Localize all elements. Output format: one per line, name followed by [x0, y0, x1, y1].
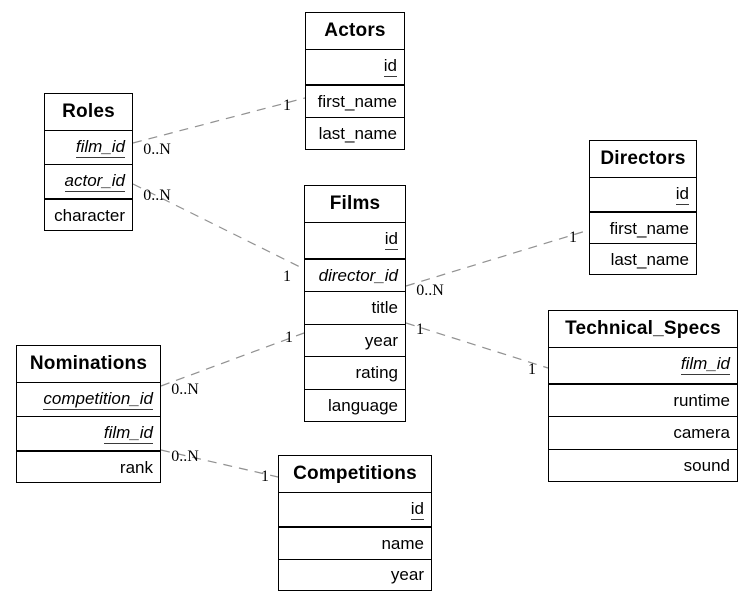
cardinality-label: 1 — [283, 268, 291, 285]
field-films-director-id: director_id — [305, 257, 405, 292]
field-films-id: id — [305, 222, 405, 258]
line-roles-actors — [132, 97, 306, 144]
field-competitions-year: year — [279, 558, 431, 590]
field-roles-actor-id: actor_id — [45, 164, 132, 198]
field-actors-id: id — [306, 49, 404, 84]
cardinality-label: 0..N — [143, 141, 171, 158]
cardinality-label: 1 — [528, 361, 536, 378]
field-roles-character: character — [45, 198, 132, 230]
cardinality-label: 1 — [261, 468, 269, 485]
field-films-title: title — [305, 291, 405, 324]
field-technical-specs-film-id: film_id — [549, 347, 737, 383]
entity-table-competitions[interactable]: Competitions id name year — [278, 455, 432, 591]
field-nominations-competition-id: competition_id — [17, 382, 160, 416]
line-nominations-films — [160, 332, 305, 387]
field-technical-specs-sound: sound — [549, 448, 737, 482]
entity-table-roles[interactable]: Roles film_id actor_id character — [44, 93, 133, 231]
table-header-technical-specs: Technical_Specs — [565, 318, 721, 339]
entity-table-actors[interactable]: Actors id first_name last_name — [305, 12, 405, 150]
field-technical-specs-runtime: runtime — [549, 382, 737, 417]
field-technical-specs-camera: camera — [549, 416, 737, 449]
field-competitions-name: name — [279, 526, 431, 558]
field-nominations-rank: rank — [17, 450, 160, 482]
field-actors-last-name: last_name — [306, 117, 404, 149]
line-nominations-competitions — [160, 449, 279, 478]
cardinality-label: 0..N — [416, 282, 444, 299]
field-actors-first-name: first_name — [306, 84, 404, 117]
table-header-nominations: Nominations — [29, 353, 148, 374]
field-films-rating: rating — [305, 356, 405, 389]
field-directors-last-name: last_name — [590, 243, 696, 274]
field-competitions-id: id — [279, 492, 431, 526]
entity-table-directors[interactable]: Directors id first_name last_name — [589, 140, 697, 275]
table-header-competitions: Competitions — [293, 463, 417, 484]
entity-table-films[interactable]: Films id director_id title year rating l… — [304, 185, 406, 422]
entity-table-nominations[interactable]: Nominations competition_id film_id rank — [16, 345, 161, 483]
field-films-language: language — [305, 388, 405, 422]
table-header-actors: Actors — [324, 20, 386, 41]
line-films-directors — [405, 229, 590, 287]
cardinality-label: 1 — [283, 97, 291, 114]
field-nominations-film-id: film_id — [17, 416, 160, 450]
cardinality-label: 0..N — [171, 381, 199, 398]
field-roles-film-id: film_id — [45, 130, 132, 164]
line-films-technical-specs — [405, 322, 549, 369]
cardinality-label: 1 — [416, 321, 424, 338]
cardinality-label: 0..N — [171, 448, 199, 465]
cardinality-label: 1 — [569, 229, 577, 246]
entity-table-technical-specs[interactable]: Technical_Specs film_id runtime camera s… — [548, 310, 738, 482]
table-header-roles: Roles — [62, 101, 115, 122]
cardinality-label: 0..N — [143, 187, 171, 204]
field-directors-id: id — [590, 177, 696, 211]
table-header-directors: Directors — [600, 148, 686, 169]
table-header-films: Films — [329, 193, 381, 214]
cardinality-label: 1 — [285, 329, 293, 346]
field-directors-first-name: first_name — [590, 211, 696, 243]
field-films-year: year — [305, 323, 405, 357]
